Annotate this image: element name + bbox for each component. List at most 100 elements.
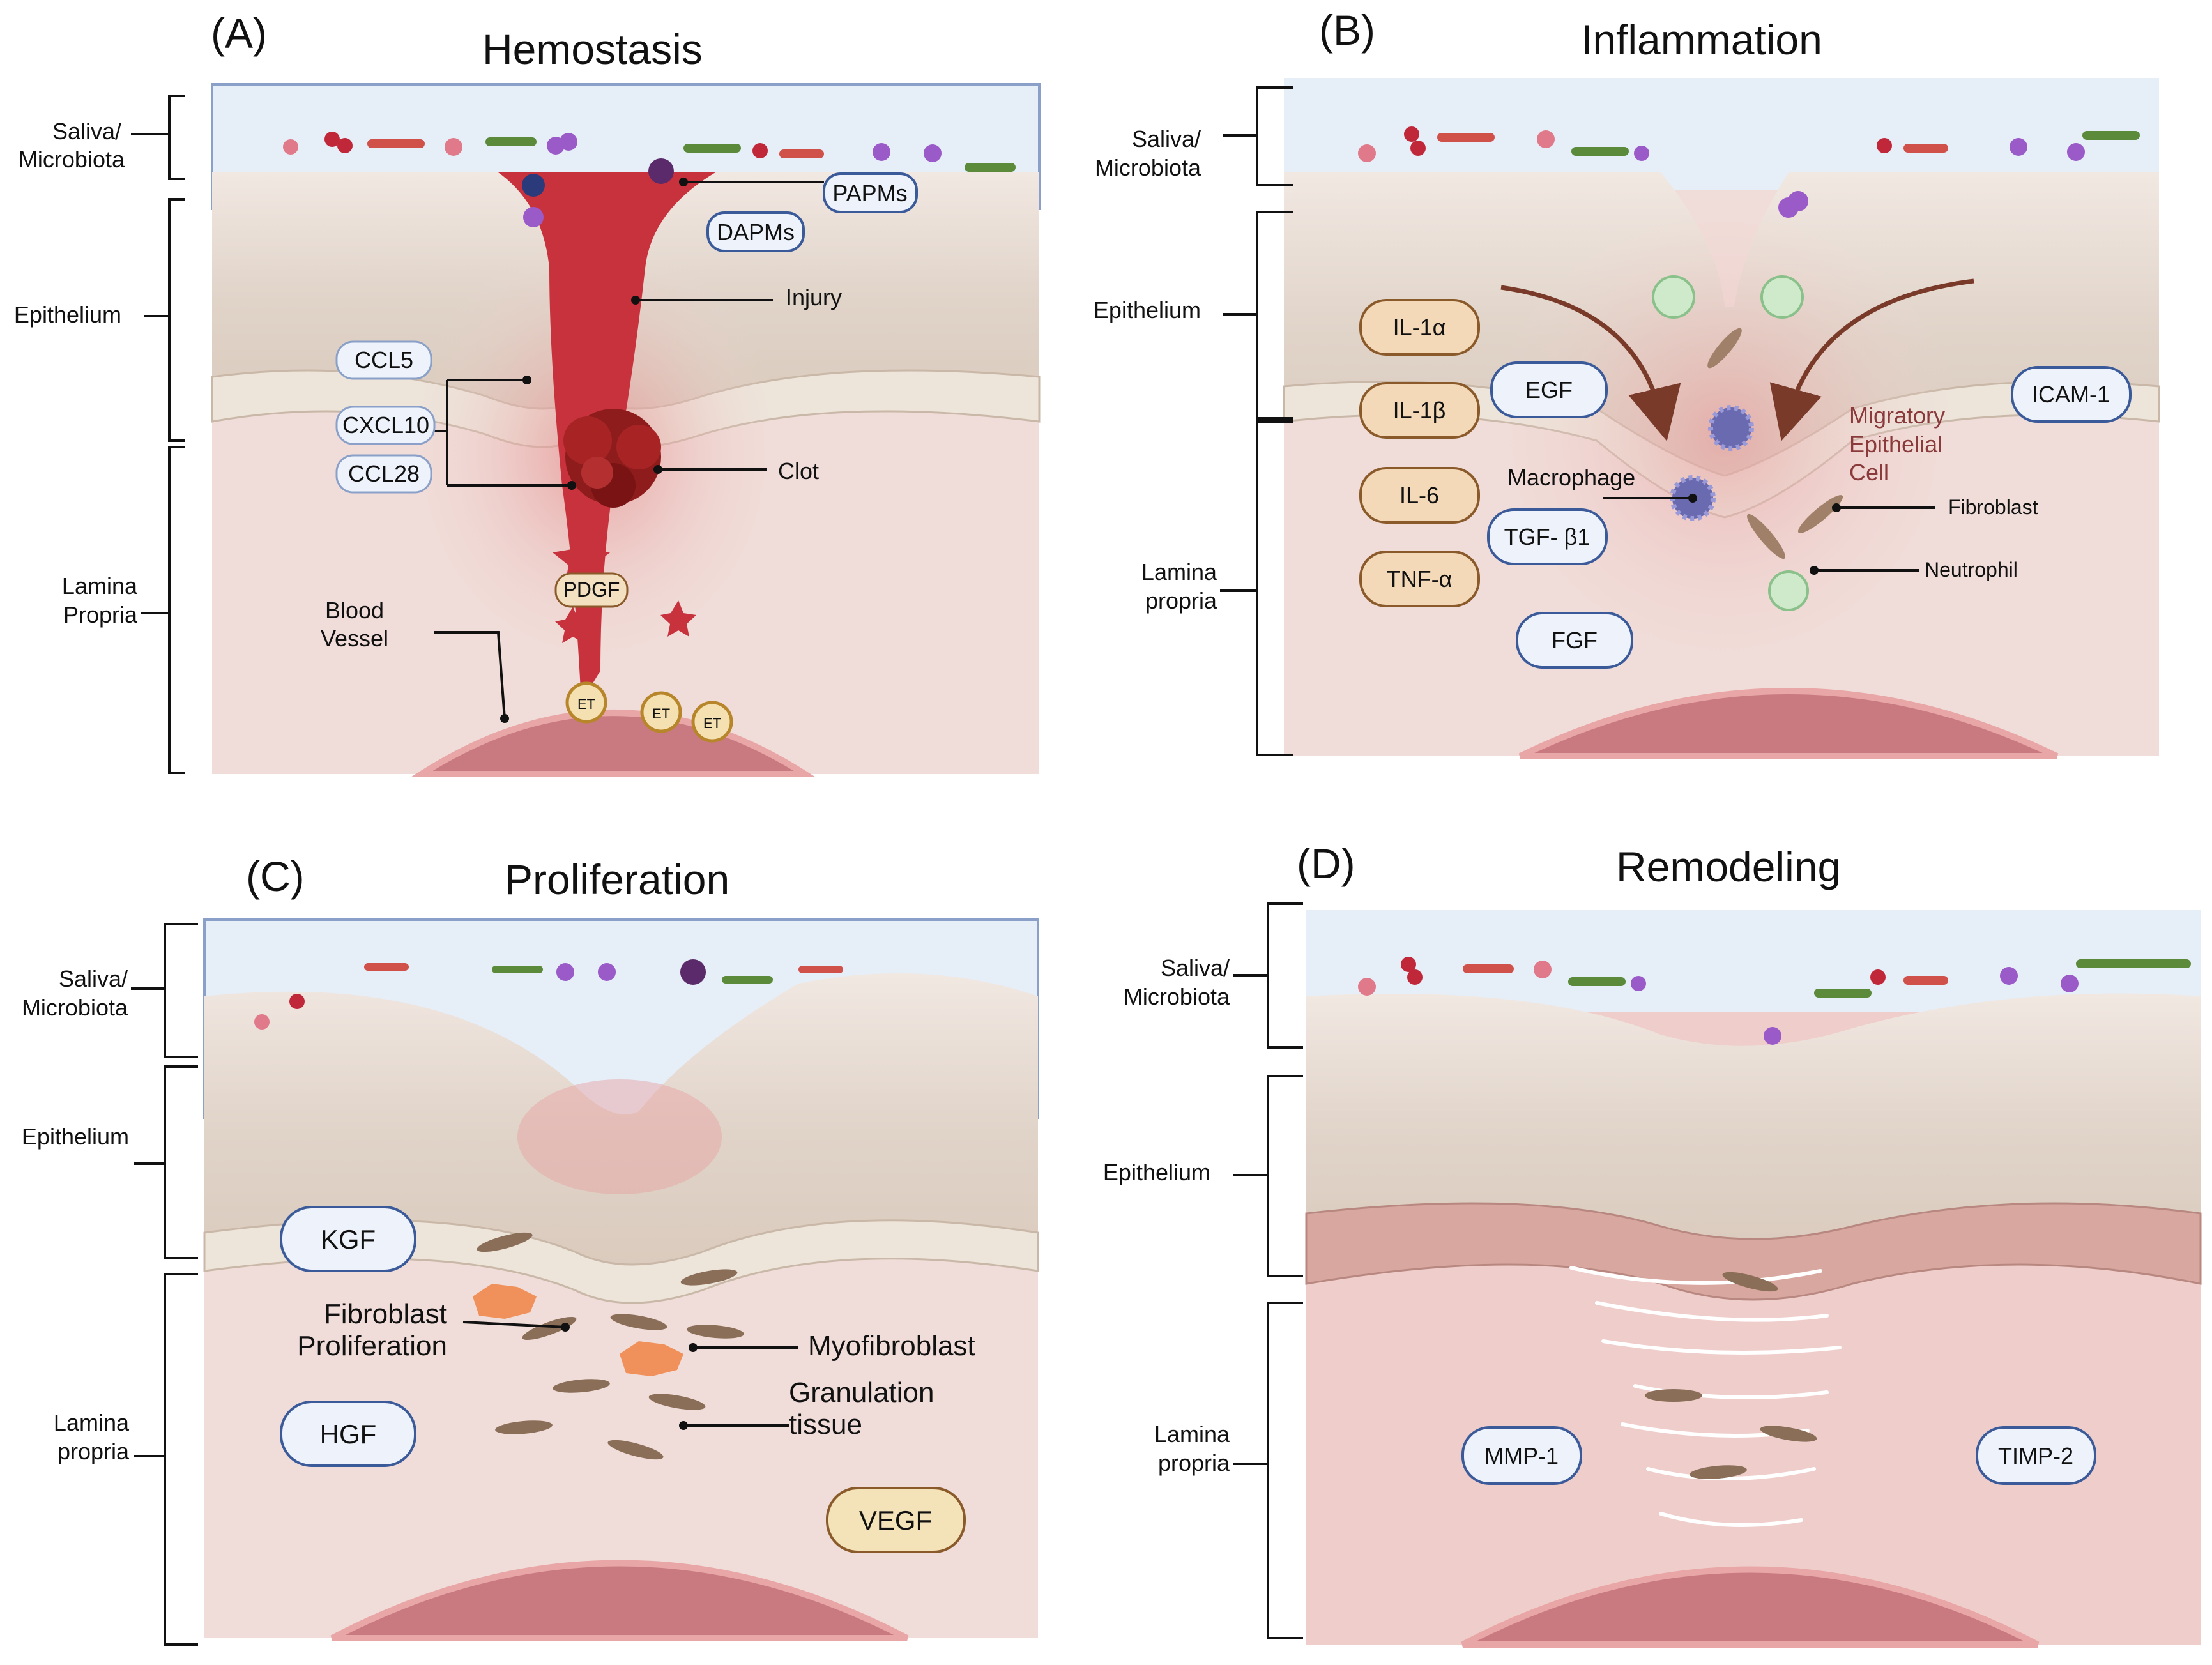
panel-c-blood-vessel — [330, 1560, 909, 1641]
panel-a-epithelium-label: Epithelium — [14, 301, 121, 328]
panel-a-saliva-label-1: Saliva/ — [52, 118, 121, 144]
icam1-badge: ICAM-1 — [2011, 366, 2132, 423]
panel-a-letter: (A) — [211, 10, 267, 57]
panel-a-saliva-label-2: Microbiota — [19, 146, 125, 172]
mmp1-label: MMP-1 — [1484, 1443, 1559, 1469]
panel-c: (C) Proliferation — [22, 853, 1039, 1646]
blood-vessel-label-1: Blood — [325, 597, 384, 623]
panel-d-lamina-label-2: propria — [1158, 1450, 1230, 1476]
migratory-label-3: Cell — [1849, 459, 1889, 485]
papms-badge: PAPMs — [823, 172, 918, 213]
et-label-1: ET — [577, 696, 595, 712]
fibroblast-label-b: Fibroblast — [1948, 496, 2038, 519]
pdgf-badge: PDGF — [554, 572, 629, 608]
egf-label: EGF — [1525, 377, 1573, 403]
microbiota-icons — [283, 132, 1016, 227]
tgfb1-label: TGF- β1 — [1504, 524, 1590, 550]
myofibroblast-label: Myofibroblast — [808, 1330, 975, 1362]
et-label-2: ET — [652, 706, 670, 722]
panel-b-blood-vessel — [1518, 688, 2059, 759]
fibroblast-icons-b — [1707, 328, 1843, 559]
egf-badge: EGF — [1490, 361, 1608, 418]
panel-a: (A) Hemostasis — [14, 10, 1041, 777]
hgf-label: HGF — [320, 1419, 377, 1449]
panel-b-saliva-label-1: Saliva/ — [1132, 126, 1201, 152]
panel-d-lamina-label-1: Lamina — [1154, 1421, 1230, 1447]
hgf-badge: HGF — [280, 1401, 416, 1467]
vegf-badge: VEGF — [826, 1487, 966, 1553]
panel-b: (B) Inflammation — [1094, 6, 2160, 759]
panel-b-brackets — [1220, 86, 1293, 756]
cxcl10-label: CXCL10 — [342, 412, 429, 438]
et-label-3: ET — [703, 715, 721, 731]
il1a-label: IL-1α — [1393, 314, 1446, 340]
panel-b-inflammation-glow — [1482, 217, 1967, 703]
fgf-label: FGF — [1552, 627, 1598, 653]
il6-badge: IL-6 — [1359, 467, 1480, 524]
panel-a-brackets — [131, 95, 185, 774]
timp2-badge: TIMP-2 — [1976, 1426, 2096, 1485]
panel-b-lamina-label-1: Lamina — [1141, 559, 1217, 585]
panel-c-epithelium-label: Epithelium — [22, 1123, 129, 1150]
neutrophil-icons — [1652, 275, 1809, 611]
panel-a-lamina-label-2: Propria — [63, 602, 138, 628]
panel-b-letter: (B) — [1319, 6, 1375, 54]
panel-b-leaders — [1603, 494, 1935, 575]
granulation-label-2: tissue — [789, 1409, 862, 1440]
panel-d-saliva-label-1: Saliva/ — [1161, 955, 1230, 981]
migratory-label-1: Migratory — [1849, 402, 1945, 429]
panel-a-title: Hemostasis — [482, 26, 703, 73]
panel-d-epithelium-label: Epithelium — [1103, 1159, 1210, 1185]
il1b-badge: IL-1β — [1359, 382, 1480, 439]
platelet-icons — [553, 530, 696, 643]
tnfa-label: TNF-α — [1387, 566, 1453, 592]
ccl28-label: CCL28 — [348, 460, 420, 487]
panel-c-title: Proliferation — [505, 856, 729, 903]
panel-d-title: Remodeling — [1616, 843, 1841, 890]
pdgf-label: PDGF — [563, 578, 620, 601]
neutrophil-label: Neutrophil — [1925, 558, 2018, 581]
migration-arrow-left — [1500, 285, 1681, 441]
endothelin-icons: ET ET ET — [565, 681, 733, 743]
kgf-label: KGF — [321, 1224, 376, 1254]
dapms-badge: DAPMs — [706, 211, 805, 252]
panel-d-brackets — [1233, 902, 1303, 1639]
dapms-label: DAPMs — [717, 219, 795, 245]
microbiota-icons-c — [254, 959, 843, 1030]
fgf-badge: FGF — [1516, 612, 1633, 669]
fibroblast-proliferation-label-2: Proliferation — [297, 1330, 447, 1362]
panel-c-saliva-label-1: Saliva/ — [59, 966, 128, 992]
panel-c-brackets — [131, 923, 198, 1646]
panel-c-saliva-label-2: Microbiota — [22, 994, 128, 1021]
fibroblast-proliferation-label-1: Fibroblast — [324, 1298, 447, 1330]
panel-d: (D) Remodeling — [1103, 840, 2202, 1648]
panel-b-title: Inflammation — [1581, 16, 1822, 63]
migratory-label-2: Epithelial — [1849, 431, 1942, 457]
panel-c-lamina-label-1: Lamina — [54, 1410, 130, 1436]
fibroblast-icons-d — [1645, 1272, 1817, 1479]
microbiota-icons-d — [1358, 957, 2191, 1045]
panel-b-saliva-layer — [1284, 78, 2159, 190]
panel-d-blood-vessel — [1461, 1566, 2040, 1648]
collagen-fibers — [1569, 1266, 1842, 1527]
panel-b-lamina-label-2: propria — [1145, 588, 1217, 614]
ccl28-badge: CCL28 — [335, 454, 432, 494]
icam1-label: ICAM-1 — [2032, 381, 2110, 407]
panel-b-saliva-label-2: Microbiota — [1095, 155, 1201, 181]
panel-a-leaders — [434, 178, 824, 723]
panel-c-wound-glow — [517, 1079, 722, 1194]
ccl5-label: CCL5 — [355, 347, 413, 373]
panel-b-epithelium-label: Epithelium — [1094, 297, 1201, 323]
il6-label: IL-6 — [1400, 482, 1439, 508]
panel-d-saliva-label-2: Microbiota — [1124, 984, 1230, 1010]
tnfa-badge: TNF-α — [1359, 551, 1480, 607]
myofibroblast-icons — [473, 1284, 683, 1376]
panel-a-lamina-label-1: Lamina — [62, 573, 138, 599]
panel-c-leaders — [462, 1321, 798, 1430]
panel-d-letter: (D) — [1297, 840, 1355, 887]
mmp1-badge: MMP-1 — [1461, 1426, 1582, 1485]
panel-c-letter: (C) — [246, 853, 305, 900]
il1a-badge: IL-1α — [1359, 299, 1480, 356]
kgf-badge: KGF — [280, 1206, 416, 1272]
